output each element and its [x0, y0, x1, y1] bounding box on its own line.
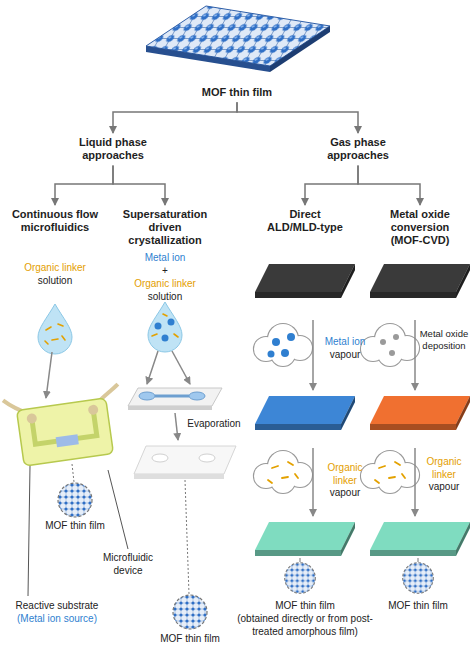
flow-arrow — [305, 165, 358, 205]
heading-text: Direct ALD/MLD-type — [263, 208, 347, 234]
flow-arrow — [55, 165, 113, 205]
annotation-label: Organic linker — [418, 456, 470, 481]
category-heading: Direct ALD/MLD-type — [263, 206, 347, 236]
annotation-label: Evaporation — [179, 418, 249, 431]
heading-text: Gas phase approaches — [315, 136, 401, 162]
heading-text: Liquid phase approaches — [70, 136, 156, 162]
annotation-label: vapour — [318, 487, 372, 500]
category-heading: Continuous flow microfluidics — [9, 206, 101, 236]
annotation-label: Reactive substrate — [7, 600, 107, 613]
annotation-label: MOF thin film — [150, 633, 230, 646]
root-heading: MOF thin film — [182, 84, 292, 101]
annotation-label: vapour — [318, 349, 372, 362]
flow-arrow — [113, 102, 237, 133]
annotation-label: Metal ion — [318, 336, 372, 349]
annotation-label: Organic linker — [318, 462, 372, 487]
annotation-label: solution — [120, 291, 210, 304]
category-heading: Supersaturation driven crystallization — [114, 206, 216, 250]
annotation-label: Microfluidic device — [96, 552, 160, 577]
category-heading: Liquid phase approaches — [70, 134, 156, 164]
annotation-label: (Metal ion source) — [7, 613, 107, 626]
heading-text: MOF thin film — [182, 86, 292, 99]
annotation-label: Organic linker — [10, 262, 100, 275]
annotation-label: (obtained directly or from post-treated … — [235, 613, 375, 638]
annotation-label: Organic linker — [120, 278, 210, 291]
annotation-label: Metal ion — [120, 252, 210, 265]
flow-arrow — [237, 102, 358, 133]
annotation-label: MOF thin film — [235, 600, 375, 613]
flow-arrow — [358, 165, 420, 205]
category-heading: Gas phase approaches — [315, 134, 401, 164]
annotation-label: MOF thin film — [383, 600, 453, 613]
annotation-label: MOF thin film — [39, 520, 111, 533]
heading-text: Supersaturation driven crystallization — [114, 208, 216, 248]
annotation-label: Metal oxide deposition — [418, 328, 470, 352]
annotation-label: solution — [10, 275, 100, 288]
annotation-label: + — [120, 265, 210, 278]
category-heading: Metal oxide conversion (MOF-CVD) — [378, 206, 462, 250]
flow-arrow — [113, 165, 165, 205]
heading-text: Metal oxide conversion (MOF-CVD) — [378, 208, 462, 248]
heading-text: Continuous flow microfluidics — [9, 208, 101, 234]
annotation-label: vapour — [418, 481, 470, 494]
